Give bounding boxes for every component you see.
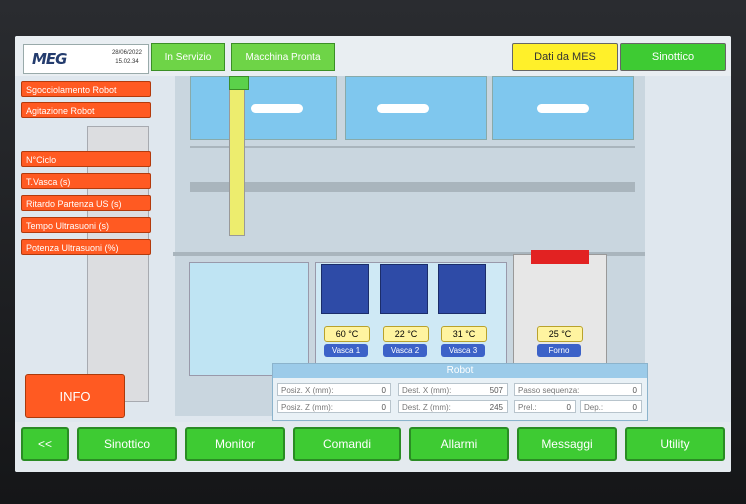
nav-monitor[interactable]: Monitor (185, 427, 285, 461)
robot-dest-x-value: 507 (489, 386, 503, 395)
temp-vasca-1: 60 °C (324, 326, 370, 342)
top-bar: MEG 28/06/2022 15.02.34 In Servizio Macc… (15, 36, 731, 76)
time-text: 15.02.34 (115, 59, 139, 65)
robot-dest-z-field: Dest. Z (mm): 245 (398, 400, 508, 413)
mes-data-button[interactable]: Dati da MES (512, 43, 618, 71)
robot-pos-z-label: Posiz. Z (mm): (281, 403, 333, 412)
tank-logo-1 (251, 104, 303, 113)
param-agitazione-robot[interactable]: Agitazione Robot (21, 102, 151, 118)
date-text: 28/06/2022 (111, 50, 142, 56)
frame-top (190, 146, 635, 148)
robot-rail (190, 182, 635, 192)
nav-allarmi[interactable]: Allarmi (409, 427, 509, 461)
robot-panel: Robot Posiz. X (mm): 0 Posiz. Z (mm): 0 … (272, 363, 648, 421)
status-in-service: In Servizio (151, 43, 225, 71)
meg-logo: MEG 28/06/2022 15.02.34 (23, 44, 149, 74)
robot-step-label: Passo sequenza: (518, 386, 580, 395)
sinottico-top-button[interactable]: Sinottico (620, 43, 726, 71)
param-potenza-ultrasuoni[interactable]: Potenza Ultrasuoni (%) (21, 239, 151, 255)
temp-forno: 25 °C (537, 326, 583, 342)
robot-dest-z-label: Dest. Z (mm): (402, 403, 451, 412)
temp-vasca-2: 22 °C (383, 326, 429, 342)
temp-vasca-3: 31 °C (441, 326, 487, 342)
logo-text: MEG (32, 50, 67, 68)
robot-step-field: Passo sequenza: 0 (514, 383, 642, 396)
robot-pos-x-value: 0 (381, 386, 386, 395)
tank-logo-3 (537, 104, 589, 113)
robot-pos-x-field: Posiz. X (mm): 0 (277, 383, 391, 396)
hmi-screen: MEG 28/06/2022 15.02.34 In Servizio Macc… (15, 36, 731, 472)
param-t-vasca[interactable]: T.Vasca (s) (21, 173, 151, 189)
status-machine-ready: Macchina Pronta (231, 43, 335, 71)
info-button[interactable]: INFO (25, 374, 125, 418)
robot-prel-field: Prel.: 0 (514, 400, 576, 413)
robot-arm (229, 86, 245, 236)
vasca-2-tank (380, 264, 428, 314)
robot-prel-value: 0 (566, 403, 571, 412)
date-time: 28/06/2022 15.02.34 (112, 49, 142, 67)
bottom-nav-bar: << Sinottico Monitor Comandi Allarmi Mes… (15, 422, 731, 472)
label-vasca-3[interactable]: Vasca 3 (441, 344, 485, 357)
robot-step-value: 0 (632, 386, 637, 395)
tank-logo-2 (377, 104, 429, 113)
robot-prel-label: Prel.: (518, 403, 537, 412)
nav-comandi[interactable]: Comandi (293, 427, 401, 461)
robot-indicator (229, 76, 249, 90)
robot-panel-title: Robot (273, 364, 647, 378)
left-chamber (189, 262, 309, 376)
robot-dep-label: Dep.: (584, 403, 604, 412)
label-forno[interactable]: Forno (537, 344, 581, 357)
upper-tank-left (190, 76, 337, 140)
back-button[interactable]: << (21, 427, 69, 461)
vasca-3-tank (438, 264, 486, 314)
vasca-1-tank (321, 264, 369, 314)
frame-middle (173, 252, 645, 256)
robot-dep-field: Dep.: 0 (580, 400, 642, 413)
robot-dest-z-value: 245 (489, 403, 503, 412)
param-sgocciolamento-robot[interactable]: Sgocciolamento Robot (21, 81, 151, 97)
robot-pos-z-value: 0 (381, 403, 386, 412)
robot-pos-x-label: Posiz. X (mm): (281, 386, 334, 395)
param-tempo-ultrasuoni[interactable]: Tempo Ultrasuoni (s) (21, 217, 151, 233)
robot-pos-z-field: Posiz. Z (mm): 0 (277, 400, 391, 413)
robot-dest-x-field: Dest. X (mm): 507 (398, 383, 508, 396)
oven-top-red (531, 250, 589, 264)
nav-messaggi[interactable]: Messaggi (517, 427, 617, 461)
nav-sinottico[interactable]: Sinottico (77, 427, 177, 461)
robot-dep-value: 0 (632, 403, 637, 412)
param-n-ciclo[interactable]: N°Ciclo (21, 151, 151, 167)
label-vasca-2[interactable]: Vasca 2 (383, 344, 427, 357)
robot-dest-x-label: Dest. X (mm): (402, 386, 452, 395)
nav-utility[interactable]: Utility (625, 427, 725, 461)
label-vasca-1[interactable]: Vasca 1 (324, 344, 368, 357)
param-ritardo-partenza-us[interactable]: Ritardo Partenza US (s) (21, 195, 151, 211)
loading-station (87, 126, 149, 402)
